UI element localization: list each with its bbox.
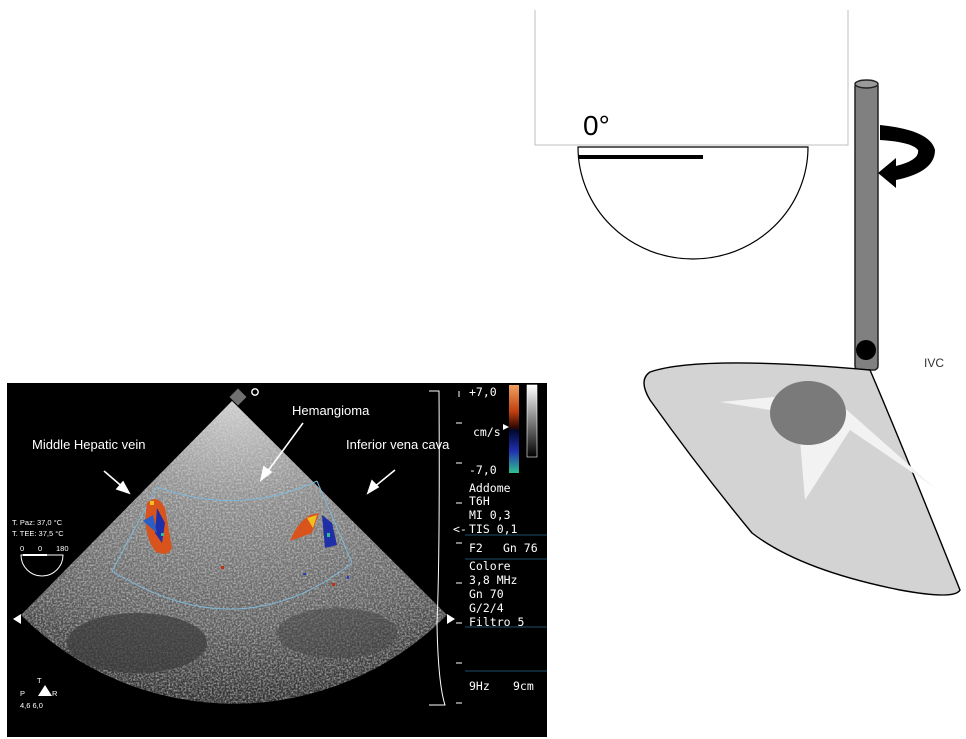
clockwise-rotation-arrow-icon xyxy=(878,125,935,188)
color-frequency: 3,8 MHz xyxy=(469,573,517,587)
color-g-setting: G/2/4 xyxy=(469,601,504,615)
probe-coords: 4,6 6,0 xyxy=(20,701,43,710)
color-gain: Gn 70 xyxy=(469,587,504,601)
tee-temperature: T. TEE: 37,5 °C xyxy=(12,529,64,538)
color-mode: Colore xyxy=(469,559,511,573)
patient-temperature: T. Paz: 37,0 °C xyxy=(12,518,62,527)
doppler-color-bar xyxy=(509,385,519,473)
orientation-r: R xyxy=(52,689,57,698)
dial-scale-0: 0 xyxy=(20,544,24,553)
orientation-marker-icon xyxy=(38,685,52,696)
settings-mi: MI 0,3 xyxy=(469,508,511,522)
settings-tis-marker: <- xyxy=(453,522,467,536)
frame-rate: 9Hz xyxy=(469,679,490,693)
reference-frame xyxy=(535,10,848,145)
liver-illustration xyxy=(644,363,960,595)
hemangioma-mass-illustration xyxy=(770,381,846,445)
probe-angle-dial xyxy=(21,555,63,576)
middle-hepatic-vein-label: Middle Hepatic vein xyxy=(32,437,145,452)
inferior-vena-cava-label: Inferior vena cava xyxy=(346,437,449,452)
angle-protractor xyxy=(578,147,808,259)
ivc-label: IVC xyxy=(924,356,944,370)
orientation-p: P xyxy=(20,689,25,698)
color-scale-unit: cm/s xyxy=(473,425,501,439)
focus-label: F2 xyxy=(469,541,483,555)
orientation-t: T xyxy=(37,676,42,685)
right-depth-marker-icon xyxy=(447,614,455,624)
dial-scale-180: 180 xyxy=(56,544,69,553)
settings-tis: TIS 0,1 xyxy=(469,522,517,536)
tee-probe-shaft xyxy=(855,80,878,370)
hemangioma-label: Hemangioma xyxy=(292,403,369,418)
ultrasound-panel: Hemangioma Middle Hepatic vein Inferior … xyxy=(7,383,547,737)
angle-label: 0° xyxy=(583,110,610,142)
color-scale-max: +7,0 xyxy=(469,385,497,399)
settings-preset: Addome xyxy=(469,481,511,495)
left-depth-marker-icon xyxy=(13,614,21,624)
dial-scale-mid: 0 xyxy=(38,544,42,553)
color-scale-min: -7,0 xyxy=(469,463,497,477)
settings-probe: T6H xyxy=(469,494,490,508)
color-filter: Filtro 5 xyxy=(469,615,524,629)
